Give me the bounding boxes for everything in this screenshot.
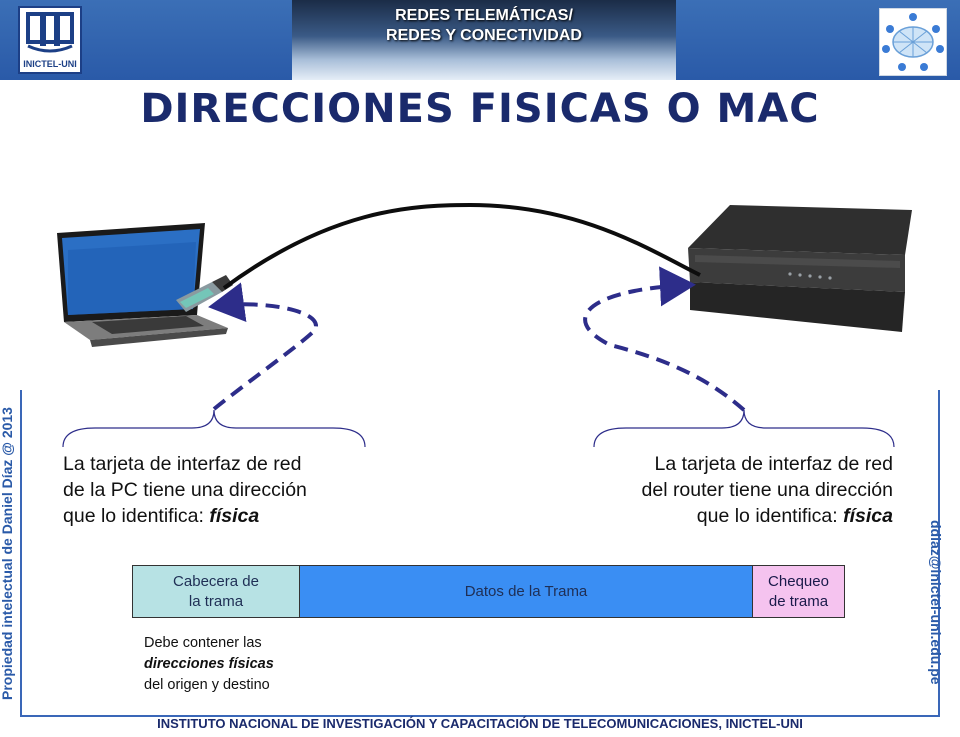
network-globe-icon: [879, 8, 947, 76]
frame-data-cell: Datos de la Trama: [300, 566, 753, 617]
frame-check-line2: de trama: [768, 592, 829, 610]
inictel-logo: INICTEL-UNI: [18, 6, 82, 74]
header-title-line1: REDES TELEMÁTICAS/: [395, 7, 573, 24]
frame-check-line1: Chequeo: [768, 572, 829, 590]
copyright-text: Propiedad intelectual de Daniel Díaz @ 2…: [0, 407, 15, 700]
right-border-line: [938, 390, 940, 715]
note-line2: direcciones físicas: [144, 656, 274, 672]
frame-header-cell: Cabecera de la trama: [133, 566, 300, 617]
frame-structure: Cabecera de la trama Datos de la Trama C…: [132, 565, 845, 618]
contact-email: ddiaz@inictel-uni.edu.pe: [928, 520, 944, 685]
frame-data-label: Datos de la Trama: [464, 582, 588, 600]
note-line3: del origen y destino: [144, 677, 270, 693]
note-line1: Debe contener las: [144, 635, 262, 651]
router-desc-line3-prefix: que lo identifica:: [696, 505, 844, 527]
router-desc-line1: La tarjeta de interfaz de red: [654, 453, 894, 475]
pc-desc-line2: de la PC tiene una dirección: [63, 479, 307, 501]
pc-desc-line1: La tarjeta de interfaz de red: [63, 453, 302, 475]
footer-institution: INSTITUTO NACIONAL DE INVESTIGACIÓN Y CA…: [157, 716, 803, 731]
router-nic-description: La tarjeta de interfaz de red del router…: [560, 451, 894, 529]
page-title: DIRECCIONES FISICAS O MAC: [140, 86, 820, 132]
bottom-border-line: [20, 715, 940, 717]
network-cable: [222, 202, 701, 290]
pc-desc-line3: que lo identifica: física: [63, 503, 363, 529]
left-brace: [62, 409, 366, 448]
router-desc-emphasis: física: [843, 505, 893, 527]
header-banner: REDES TELEMÁTICAS/ REDES Y CONECTIVIDAD: [292, 0, 676, 80]
router-desc-line2: del router tiene una dirección: [641, 479, 894, 501]
frame-check-cell: Chequeo de trama: [753, 566, 844, 617]
right-brace: [593, 409, 895, 448]
left-border-line: [20, 390, 22, 715]
router-desc-line3: que lo identifica: física: [560, 503, 893, 529]
header-title-line2: REDES Y CONECTIVIDAD: [386, 27, 582, 44]
pc-desc-line3-prefix: que lo identifica:: [63, 505, 210, 527]
router-icon: [688, 205, 912, 332]
logo-text: INICTEL-UNI: [23, 59, 77, 69]
laptop-icon: [57, 223, 228, 347]
frame-header-line1: Cabecera de: [173, 572, 259, 590]
frame-header-line2: la trama: [188, 592, 244, 610]
frame-header-note: Debe contener las direcciones físicas de…: [144, 633, 274, 696]
pc-desc-emphasis: física: [209, 505, 260, 527]
dashed-arrow-to-pc-card: [208, 282, 318, 411]
pc-nic-description: La tarjeta de interfaz de red de la PC t…: [63, 451, 363, 529]
dashed-arrow-to-router: [583, 266, 746, 412]
